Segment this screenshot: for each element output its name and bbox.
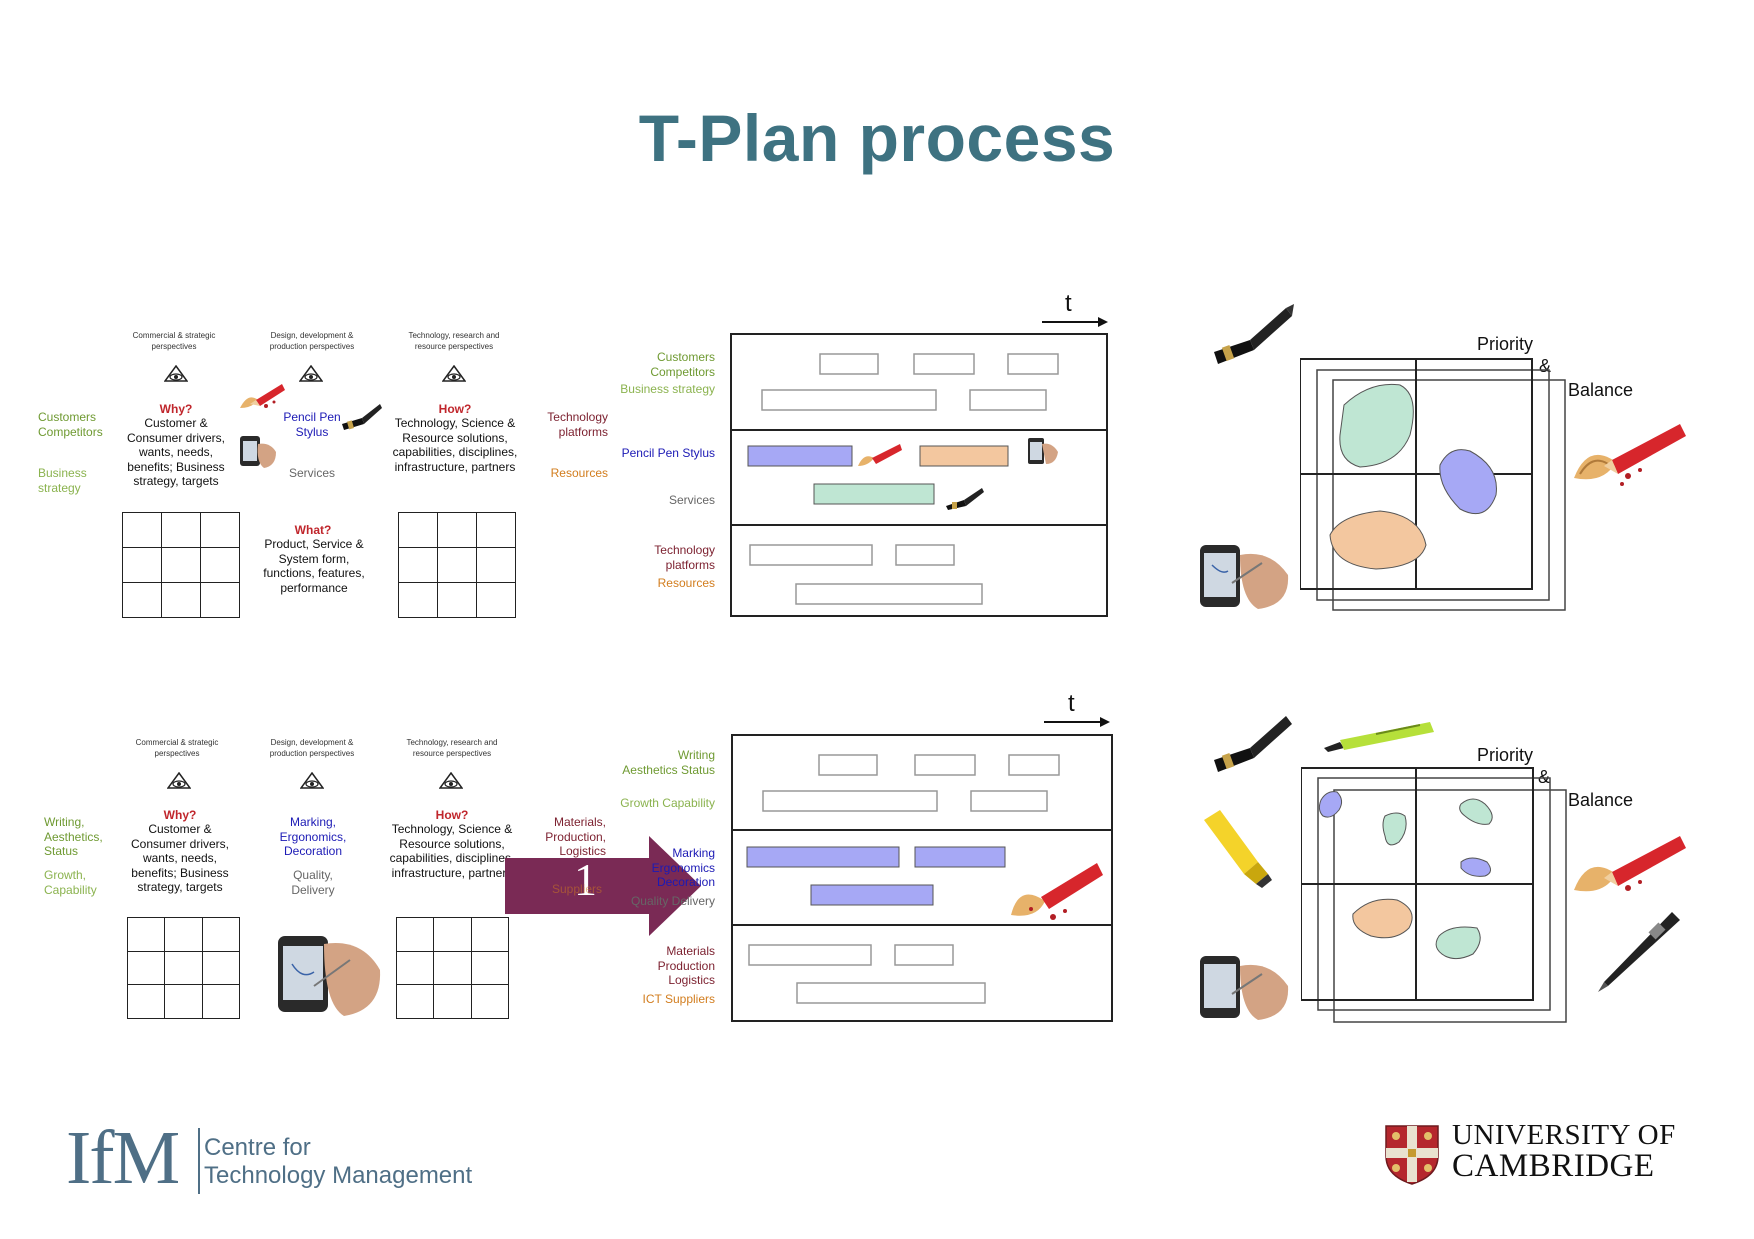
roadmap-growth-capability-label: Growth Capability <box>620 796 715 810</box>
ifm-divider <box>198 1128 200 1194</box>
why-heading: Why? <box>163 808 197 822</box>
step-arrow-1 <box>505 836 701 936</box>
pencil-shavings-icon <box>1011 863 1103 920</box>
ballpoint-pen-icon <box>1324 722 1434 752</box>
materials-production-logistics-label: Materials, Production, Logistics <box>545 815 606 858</box>
eye-icon <box>300 772 324 789</box>
cambridge-line1: UNIVERSITY OF <box>1452 1119 1676 1151</box>
time-arrow-icon <box>1044 717 1110 727</box>
what-text: Product, Service & System form, function… <box>263 537 365 595</box>
services-label: Services <box>288 466 335 480</box>
fountain-pen-icon <box>1214 304 1294 364</box>
roadmap-materials-production-logistics-label: Materials Production Logistics <box>657 944 715 987</box>
how-text: Technology, Science & Resource solutions… <box>392 416 518 474</box>
customers-competitors-label: Customers Competitors <box>38 410 103 439</box>
roadmap-chart-2 <box>731 734 1113 1022</box>
ifm-wordmark: IfM <box>66 1116 180 1200</box>
stylus-phone-icon <box>1200 545 1289 609</box>
marking-ergonomics-decoration-label: Marking, Ergonomics, Decoration <box>279 815 347 858</box>
ampersand-label: & <box>1538 767 1551 787</box>
how-3x3-grid <box>396 917 509 1019</box>
priority-label: Priority <box>1477 745 1534 765</box>
pencil-shavings-icon <box>1574 836 1686 892</box>
cambridge-line2: CAMBRIDGE <box>1452 1148 1655 1184</box>
growth-capability-label: Growth, Capability <box>44 868 97 897</box>
eye-icon <box>167 772 191 789</box>
roadmap-ict-suppliers-label: ICT Suppliers <box>642 992 715 1006</box>
stylus-phone-icon <box>240 436 276 468</box>
how-text: Technology, Science & Resource solutions… <box>389 822 515 880</box>
commercial-perspective-label: Commercial & strategic perspectives <box>135 738 219 758</box>
highlighter-icon <box>1204 810 1272 888</box>
roadmap-chart-1 <box>730 333 1108 617</box>
stylus-phone-icon <box>1200 956 1289 1020</box>
priority-balance-chart-1 <box>1300 358 1566 611</box>
pencil-shavings-icon <box>858 444 902 466</box>
cambridge-crest-icon <box>1385 1125 1439 1185</box>
roadmap-customers-competitors-label: Customers Competitors <box>650 350 715 379</box>
why-text: Customer & Consumer drivers, wants, need… <box>130 822 230 894</box>
stylus-phone-icon <box>278 936 381 1016</box>
roadmap-pencil-pen-stylus-label: Pencil Pen Stylus <box>621 446 715 460</box>
how-heading: How? <box>435 808 469 822</box>
stylus-phone-icon <box>1028 438 1058 464</box>
pencil-shavings-icon <box>240 384 285 408</box>
pencil-shavings-icon <box>1574 424 1686 486</box>
technology-perspective-label: Technology, research and resource perspe… <box>406 738 498 758</box>
fountain-pen-icon <box>946 488 984 510</box>
why-heading: Why? <box>159 402 193 416</box>
ifm-name-line2: Technology Management <box>204 1162 473 1189</box>
design-perspective-label: Design, development & production perspec… <box>269 331 355 351</box>
step-number: 1 <box>574 854 597 905</box>
suppliers-label: Suppliers <box>552 882 603 896</box>
eye-icon <box>299 365 323 382</box>
design-perspective-label: Design, development & production perspec… <box>269 738 355 758</box>
eye-icon <box>442 365 466 382</box>
time-arrow-icon <box>1042 317 1108 327</box>
roadmap-business-strategy-label: Business strategy <box>620 382 715 396</box>
mechanical-pencil-icon <box>1598 912 1680 992</box>
balance-label: Balance <box>1568 380 1634 400</box>
pencil-pen-stylus-label: Pencil Pen Stylus <box>283 410 341 439</box>
why-text: Customer & Consumer drivers, wants, need… <box>126 416 226 488</box>
commercial-perspective-label: Commercial & strategic perspectives <box>132 331 216 351</box>
technology-platforms-label: Technology platforms <box>547 410 608 439</box>
roadmap-resources-label: Resources <box>657 576 715 590</box>
roadmap-services-label: Services <box>668 493 715 507</box>
eye-icon <box>164 365 188 382</box>
business-strategy-label: Business strategy <box>38 466 87 495</box>
roadmap-technology-platforms-label: Technology platforms <box>654 543 715 572</box>
priority-balance-chart-2 <box>1301 767 1567 1023</box>
writing-aesthetics-status-label: Writing, Aesthetics, Status <box>44 815 103 858</box>
time-axis-label: t <box>1065 290 1072 317</box>
technology-perspective-label: Technology, research and resource perspe… <box>408 331 500 351</box>
quality-delivery-label: Quality, Delivery <box>291 868 335 897</box>
how-heading: How? <box>438 402 472 416</box>
ampersand-label: & <box>1539 356 1552 376</box>
fountain-pen-icon <box>1214 716 1292 772</box>
roadmap-quality-delivery-label: Quality Delivery <box>630 894 715 908</box>
roadmap-writing-aesthetics-status-label: Writing Aesthetics Status <box>622 748 715 777</box>
how-3x3-grid <box>398 512 516 618</box>
eye-icon <box>439 772 463 789</box>
ifm-name-line1: Centre for <box>204 1134 311 1161</box>
resources-label: Resources <box>550 466 608 480</box>
roadmap-marking-ergonomics-decoration-label: Marking Ergonomics Decoration <box>651 846 715 889</box>
fountain-pen-icon <box>342 404 382 430</box>
why-3x3-grid <box>127 917 240 1019</box>
page-title: T-Plan process <box>638 101 1116 175</box>
time-axis-label: t <box>1068 690 1075 717</box>
what-heading: What? <box>294 523 332 537</box>
why-3x3-grid <box>122 512 240 618</box>
balance-label: Balance <box>1568 790 1634 810</box>
priority-label: Priority <box>1477 334 1534 354</box>
